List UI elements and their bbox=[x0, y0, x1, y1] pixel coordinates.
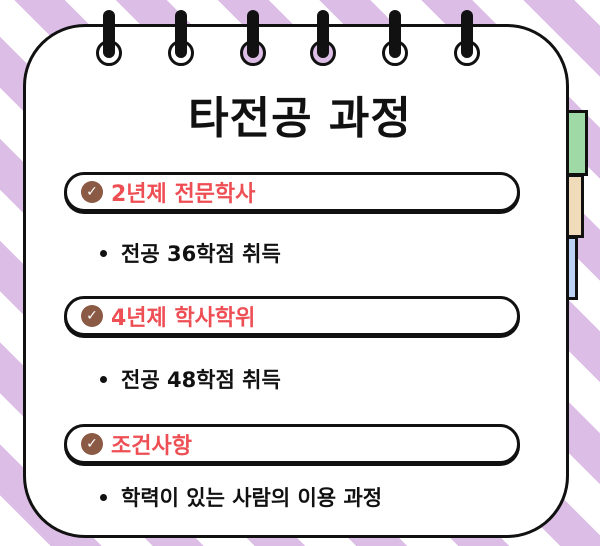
binder-wire bbox=[461, 10, 473, 58]
bullet-text: 학력이 있는 사람의 이용 과정 bbox=[121, 486, 383, 510]
bullet-dot-icon bbox=[100, 375, 107, 383]
bullet-item: 전공 36학점 취득 bbox=[100, 238, 281, 268]
binder-wire bbox=[175, 10, 187, 58]
section-heading-2yr: ✓ 2년제 전문학사 bbox=[64, 172, 520, 212]
binder-wire bbox=[389, 10, 401, 58]
section-heading-label: 2년제 전문학사 bbox=[111, 182, 256, 207]
check-icon: ✓ bbox=[81, 433, 103, 455]
binder-wire bbox=[247, 10, 259, 58]
bullet-dot-icon bbox=[100, 249, 107, 257]
bullet-item: 학력이 있는 사람의 이용 과정 bbox=[100, 482, 382, 512]
check-icon: ✓ bbox=[81, 181, 103, 203]
binder-wire bbox=[317, 10, 329, 58]
bullet-dot-icon bbox=[100, 493, 107, 501]
bullet-item: 전공 48학점 취득 bbox=[100, 364, 281, 394]
bullet-text: 전공 48학점 취득 bbox=[121, 368, 281, 392]
section-heading-label: 4년제 학사학위 bbox=[111, 306, 256, 331]
section-heading-4yr: ✓ 4년제 학사학위 bbox=[64, 296, 520, 336]
section-heading-conditions: ✓ 조건사항 bbox=[64, 424, 520, 464]
check-icon: ✓ bbox=[81, 305, 103, 327]
binder-wire bbox=[103, 10, 115, 58]
bullet-text: 전공 36학점 취득 bbox=[121, 242, 281, 266]
section-heading-label: 조건사항 bbox=[111, 434, 192, 459]
page-title: 타전공 과정 bbox=[188, 93, 412, 144]
